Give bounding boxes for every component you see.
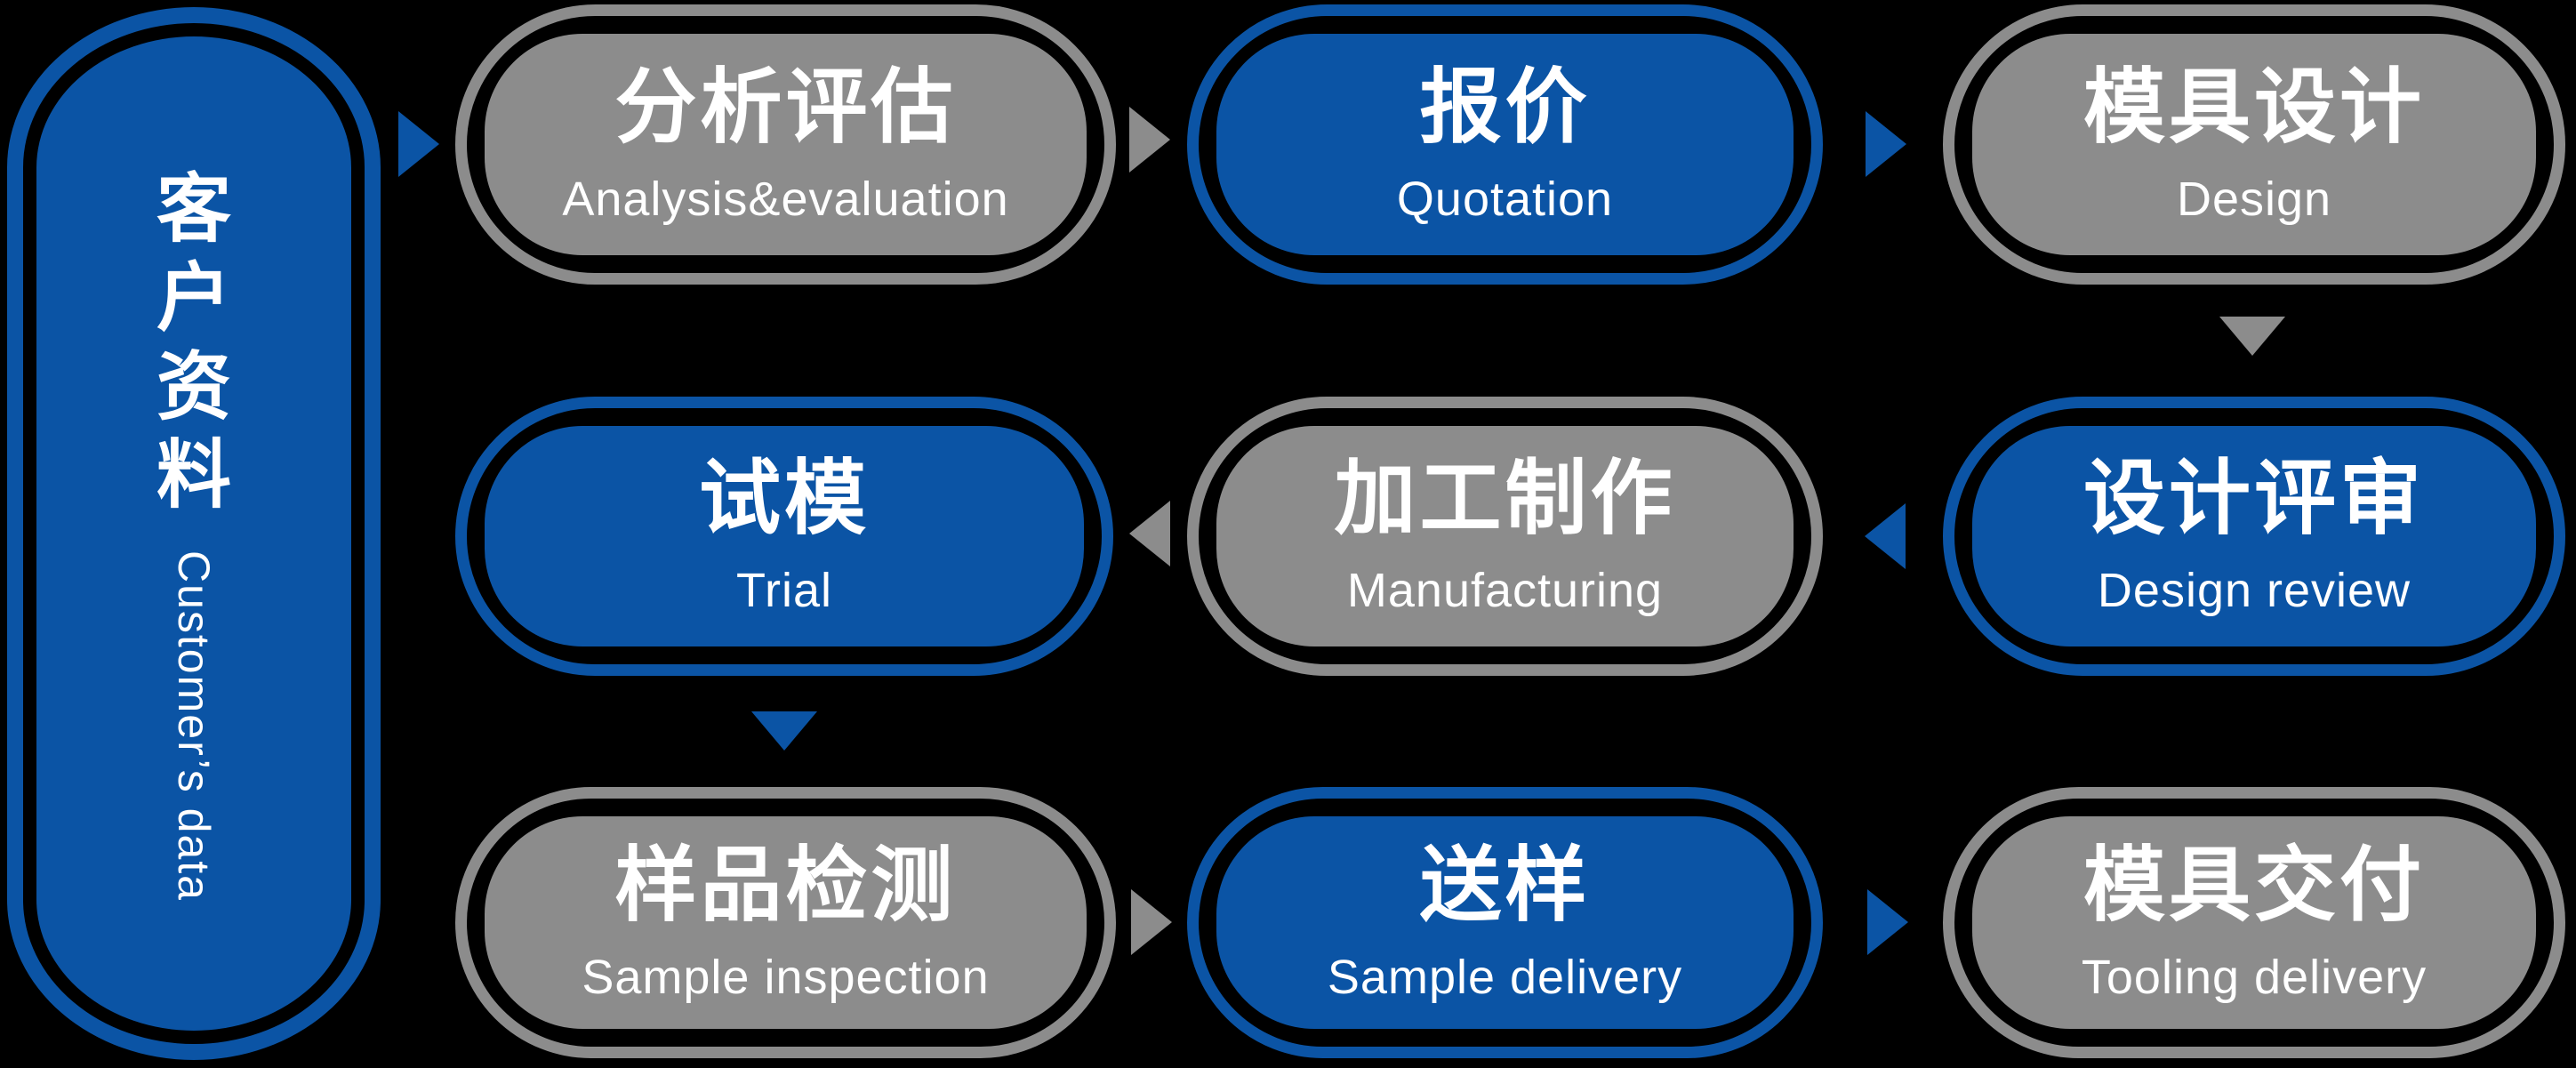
node-analysis-body: 分析评估 Analysis&evaluation — [485, 34, 1087, 255]
node-sample-delivery-subtitle-en: Sample delivery — [1327, 950, 1683, 1004]
node-sample-delivery-body: 送样 Sample delivery — [1216, 816, 1794, 1029]
arrow-sample-inspection-to-sample-delivery-icon — [1131, 889, 1172, 955]
node-design-review-body: 设计评审 Design review — [1972, 426, 2536, 646]
arrow-design-to-design-review-icon — [2219, 317, 2285, 356]
node-manufacturing-body: 加工制作 Manufacturing — [1216, 426, 1794, 646]
node-trial: 试模 Trial — [455, 397, 1113, 676]
arrow-sample-delivery-to-tooling-delivery-icon — [1867, 889, 1908, 955]
node-analysis-subtitle-en: Analysis&evaluation — [562, 172, 1009, 226]
node-sample-inspection-subtitle-en: Sample inspection — [582, 950, 990, 1004]
arrow-manufacturing-to-trial-icon — [1129, 501, 1170, 566]
node-tooling-delivery: 模具交付 Tooling delivery — [1943, 787, 2565, 1058]
node-quotation-subtitle-en: Quotation — [1396, 172, 1614, 226]
node-sample-delivery: 送样 Sample delivery — [1187, 787, 1823, 1058]
node-sample-delivery-title-zh: 送样 — [1419, 839, 1591, 931]
node-customer-data-body: 客户资料 Customer’s data — [36, 36, 351, 1031]
arrow-design-review-to-manufacturing-icon — [1865, 503, 1906, 569]
node-manufacturing-title-zh: 加工制作 — [1334, 454, 1676, 544]
node-design-review-subtitle-en: Design review — [2097, 564, 2411, 617]
node-sample-inspection-body: 样品检测 Sample inspection — [485, 816, 1087, 1029]
node-customer-data-subtitle-en: Customer’s data — [169, 550, 219, 903]
node-manufacturing-subtitle-en: Manufacturing — [1346, 564, 1664, 617]
node-design-review: 设计评审 Design review — [1943, 397, 2565, 676]
node-tooling-delivery-subtitle-en: Tooling delivery — [2081, 950, 2428, 1004]
node-sample-inspection-title-zh: 样品检测 — [614, 839, 957, 931]
node-trial-body: 试模 Trial — [485, 426, 1084, 646]
node-quotation: 报价 Quotation — [1187, 4, 1823, 285]
node-customer-data-title-zh: 客户资料 — [156, 166, 232, 518]
node-design-subtitle-en: Design — [2176, 172, 2332, 226]
node-trial-subtitle-en: Trial — [736, 564, 832, 617]
node-design-body: 模具设计 Design — [1972, 34, 2536, 255]
node-tooling-delivery-title-zh: 模具交付 — [2082, 839, 2425, 931]
node-trial-title-zh: 试模 — [698, 454, 870, 544]
node-customer-data: 客户资料 Customer’s data — [7, 7, 381, 1060]
node-quotation-title-zh: 报价 — [1419, 61, 1591, 153]
arrow-customer-data-to-analysis-icon — [398, 111, 439, 177]
arrow-quotation-to-design-icon — [1866, 111, 1906, 177]
node-design: 模具设计 Design — [1943, 4, 2565, 285]
node-quotation-body: 报价 Quotation — [1216, 34, 1794, 255]
node-manufacturing: 加工制作 Manufacturing — [1187, 397, 1823, 676]
node-analysis-title-zh: 分析评估 — [614, 61, 957, 153]
node-analysis: 分析评估 Analysis&evaluation — [455, 4, 1116, 285]
node-design-title-zh: 模具设计 — [2082, 61, 2425, 153]
node-tooling-delivery-body: 模具交付 Tooling delivery — [1972, 816, 2536, 1029]
arrow-analysis-to-quotation-icon — [1129, 107, 1170, 173]
node-design-review-title-zh: 设计评审 — [2082, 454, 2425, 544]
node-sample-inspection: 样品检测 Sample inspection — [455, 787, 1116, 1058]
arrow-trial-to-sample-inspection-icon — [751, 711, 817, 751]
